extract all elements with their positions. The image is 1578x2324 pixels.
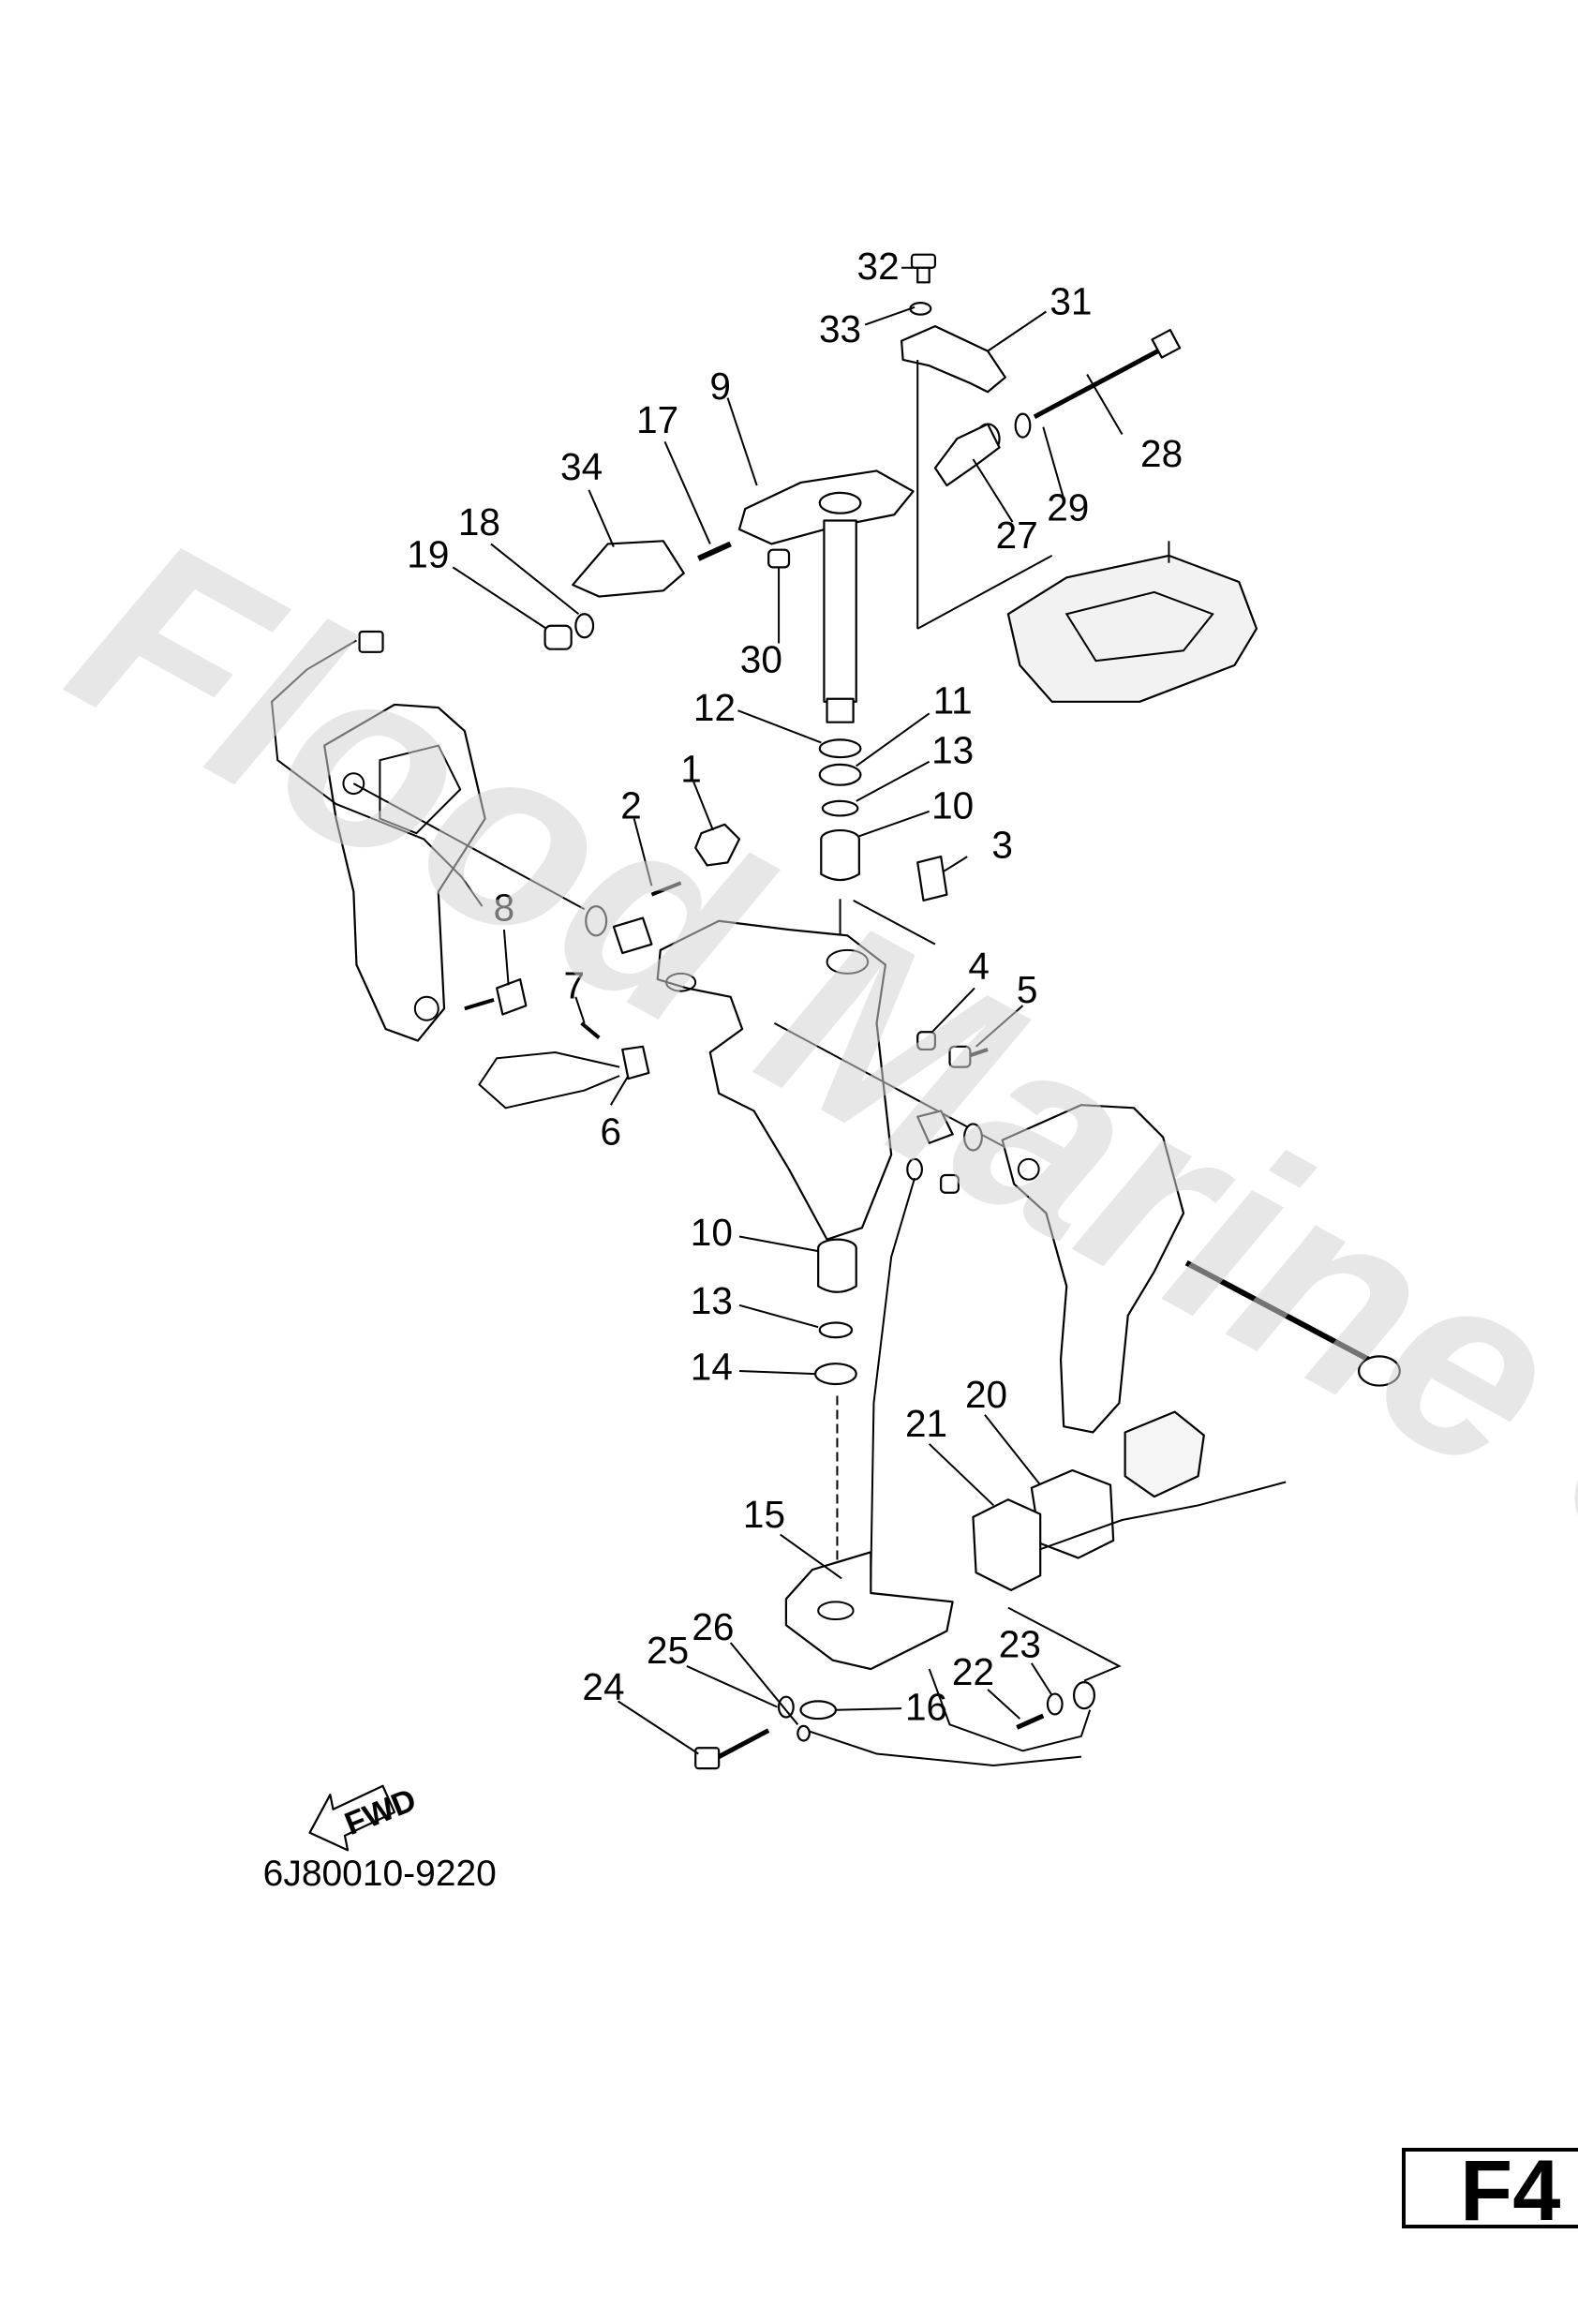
callout-6: 6 bbox=[600, 1110, 621, 1153]
part-28-long-bolt bbox=[1035, 330, 1180, 417]
fwd-arrow-icon: FWD bbox=[310, 1782, 421, 1851]
part-29-washer bbox=[1016, 414, 1031, 438]
part-25-washer bbox=[779, 1697, 794, 1718]
callout-17: 17 bbox=[636, 398, 678, 441]
callout-21: 21 bbox=[905, 1402, 947, 1445]
part-27-rubber-mount bbox=[935, 425, 1000, 485]
right-clamp-bracket bbox=[1003, 1105, 1184, 1432]
part-20-mount bbox=[1032, 1470, 1113, 1558]
part-19-nut bbox=[545, 626, 572, 649]
callout-13-lower: 13 bbox=[691, 1279, 733, 1322]
connector bbox=[360, 632, 383, 652]
callout-31: 31 bbox=[1050, 280, 1092, 323]
callout-25: 25 bbox=[647, 1629, 689, 1672]
swivel-bracket bbox=[658, 921, 891, 1240]
callout-29: 29 bbox=[1047, 485, 1089, 529]
part-9-steering-arm bbox=[739, 470, 914, 722]
part-6-sensor bbox=[622, 1047, 648, 1079]
callout-18: 18 bbox=[458, 500, 500, 544]
bushing-left bbox=[586, 906, 606, 935]
part-7-screw bbox=[582, 1023, 600, 1038]
part-13-oring-upper bbox=[823, 801, 857, 816]
part-15-lower-mount bbox=[786, 1552, 953, 1669]
callout-7: 7 bbox=[564, 963, 586, 1006]
part-18-washer bbox=[575, 614, 593, 637]
callout-30: 30 bbox=[740, 638, 782, 681]
part-17-bolt bbox=[698, 544, 730, 559]
part-21-mount bbox=[973, 1499, 1040, 1590]
part-24-bolt bbox=[695, 1731, 768, 1769]
upper-casing bbox=[1008, 556, 1257, 702]
callout-32: 32 bbox=[857, 245, 900, 288]
part-10-bushing-upper bbox=[821, 830, 859, 880]
page-tag: F4 bbox=[1402, 2144, 1578, 2238]
part-22-bolt bbox=[1017, 1716, 1043, 1727]
callout-11: 11 bbox=[933, 678, 973, 722]
callout-26: 26 bbox=[692, 1605, 734, 1648]
part-30-nut bbox=[768, 550, 789, 568]
watermark: Flood Marine Services bbox=[31, 480, 1578, 2090]
callout-22: 22 bbox=[952, 1650, 994, 1693]
callout-2: 2 bbox=[620, 784, 642, 827]
part-23-washer bbox=[1048, 1694, 1063, 1715]
callout-33: 33 bbox=[819, 307, 861, 350]
part-2-screw bbox=[651, 883, 680, 894]
drawing-code: 6J80010-9220 bbox=[263, 1854, 497, 1894]
part-4-nut bbox=[917, 1032, 935, 1050]
callout-9: 9 bbox=[709, 365, 731, 408]
callout-3: 3 bbox=[991, 824, 1013, 867]
part-16-clip bbox=[800, 1701, 835, 1719]
part-31-mount-cover bbox=[901, 326, 1005, 392]
part-14-washer bbox=[815, 1363, 856, 1384]
part-33-washer bbox=[910, 303, 930, 314]
part-3-pad bbox=[917, 857, 946, 901]
callout-24: 24 bbox=[582, 1665, 624, 1708]
callout-27: 27 bbox=[996, 514, 1038, 557]
part-5-bolt bbox=[950, 1047, 989, 1067]
part-26-washer bbox=[797, 1726, 809, 1741]
callout-5: 5 bbox=[1017, 968, 1038, 1011]
callout-34: 34 bbox=[560, 445, 603, 488]
tilt-tube bbox=[1186, 1263, 1400, 1386]
callout-16-visible: 16 bbox=[905, 1686, 947, 1729]
leader-lines bbox=[453, 268, 1122, 1754]
part-12-washer bbox=[820, 739, 861, 757]
callout-labels: 32 33 31 9 17 34 18 19 30 28 29 27 12 11… bbox=[407, 245, 1183, 1728]
callout-15: 15 bbox=[743, 1493, 785, 1536]
part-1-sensor bbox=[695, 825, 739, 866]
callout-13-upper: 13 bbox=[931, 728, 974, 771]
callout-1: 1 bbox=[680, 748, 702, 791]
callout-10-lower: 10 bbox=[691, 1211, 733, 1254]
part-13-oring-lower bbox=[820, 1323, 852, 1338]
part-32-bolt bbox=[912, 255, 935, 283]
part-10-bushing-lower bbox=[818, 1240, 856, 1292]
callout-8: 8 bbox=[494, 886, 515, 930]
callout-14: 14 bbox=[691, 1345, 733, 1388]
part-8-bracket bbox=[497, 979, 526, 1014]
callout-20: 20 bbox=[965, 1373, 1007, 1416]
callout-19: 19 bbox=[407, 532, 449, 575]
callout-4: 4 bbox=[968, 945, 990, 988]
part-34-bracket bbox=[573, 541, 684, 596]
part-11-seal bbox=[820, 765, 861, 785]
callout-10-upper: 10 bbox=[931, 784, 974, 827]
page-tag-label: F4 bbox=[1460, 2143, 1561, 2239]
callout-12: 12 bbox=[693, 686, 736, 729]
callout-23: 23 bbox=[999, 1623, 1041, 1666]
callout-28: 28 bbox=[1140, 432, 1183, 475]
